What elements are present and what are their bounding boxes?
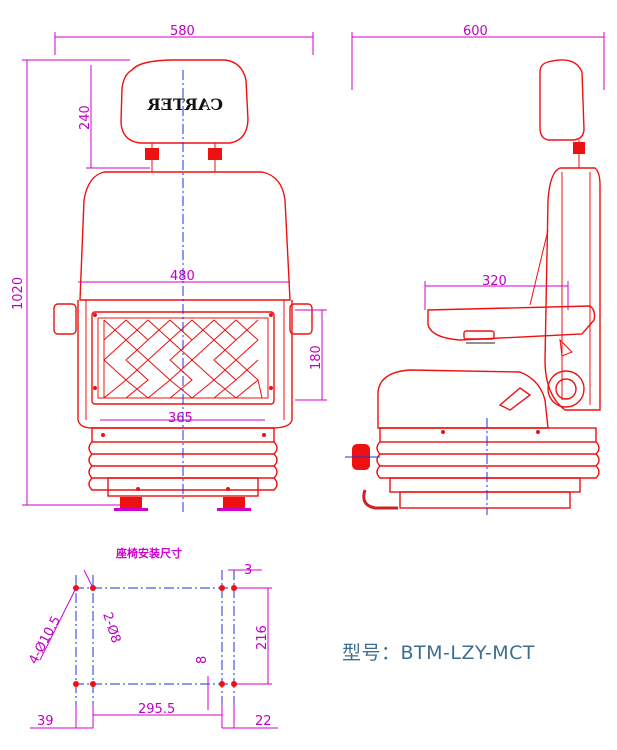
dim-rail-width-label: 365 bbox=[168, 411, 193, 426]
left-armrest-pad bbox=[53, 303, 77, 335]
recline-knob bbox=[547, 370, 585, 408]
dim-horizontal-label: 295.5 bbox=[138, 702, 175, 717]
front-headrest bbox=[120, 59, 249, 144]
dim-width-total: 580 bbox=[54, 24, 314, 55]
dim-slot-label: 8 bbox=[195, 656, 210, 664]
side-view: 600 320 bbox=[345, 24, 605, 515]
front-view: 580 1020 240 CARTER 480 bbox=[11, 24, 327, 515]
headrest-posts bbox=[145, 143, 222, 172]
dim-total-height-label: 1020 bbox=[11, 277, 26, 310]
dim-width-total-label: 580 bbox=[170, 24, 195, 39]
front-feet bbox=[114, 497, 251, 511]
side-backrest bbox=[544, 167, 601, 411]
dim-hole-large-label: 4-Ø10.5 bbox=[26, 614, 64, 667]
right-armrest-pad bbox=[289, 303, 313, 335]
model-label: 型号：BTM-LZY-MCT bbox=[342, 642, 535, 664]
adjuster-cable bbox=[362, 489, 398, 510]
install-plan: 4-Ø10.5 2-Ø8 3 216 8 295.5 39 22 bbox=[26, 563, 278, 729]
dim-hole-small-label: 2-Ø8 bbox=[99, 611, 123, 646]
dim-armrest-span: 480 bbox=[78, 269, 290, 284]
dim-left-label: 39 bbox=[37, 714, 54, 729]
front-backrest bbox=[79, 171, 291, 301]
dim-cushion-depth-label: 320 bbox=[482, 274, 507, 289]
height-adjust-knob bbox=[345, 444, 380, 470]
dim-cushion-depth: 320 bbox=[424, 274, 569, 310]
dim-total-height: 1020 bbox=[11, 59, 130, 506]
dim-vertical-label: 216 bbox=[255, 625, 270, 650]
dim-lower-height-label: 180 bbox=[309, 345, 324, 370]
dim-right-label: 22 bbox=[255, 714, 272, 729]
dim-headrest-height: 240 bbox=[78, 65, 150, 169]
side-seat-cushion bbox=[377, 369, 549, 429]
dim-armrest-span-label: 480 bbox=[170, 269, 195, 284]
dim-lower-height: 180 bbox=[295, 309, 327, 401]
side-headrest bbox=[539, 59, 585, 141]
front-seat-frame bbox=[77, 300, 293, 429]
install-plan-title: 座椅安装尺寸 bbox=[116, 547, 182, 560]
dim-headrest-height-label: 240 bbox=[78, 105, 93, 130]
brand-text-mirrored: CARTER bbox=[147, 95, 223, 114]
mounting-holes bbox=[73, 585, 237, 687]
side-suspension-bellows bbox=[376, 427, 600, 509]
storage-net-mesh bbox=[103, 319, 263, 399]
dim-depth-total-label: 600 bbox=[463, 24, 488, 39]
dim-offset-top-label: 3 bbox=[244, 563, 252, 578]
side-armrest bbox=[427, 305, 596, 341]
dim-depth-total: 600 bbox=[351, 24, 605, 90]
